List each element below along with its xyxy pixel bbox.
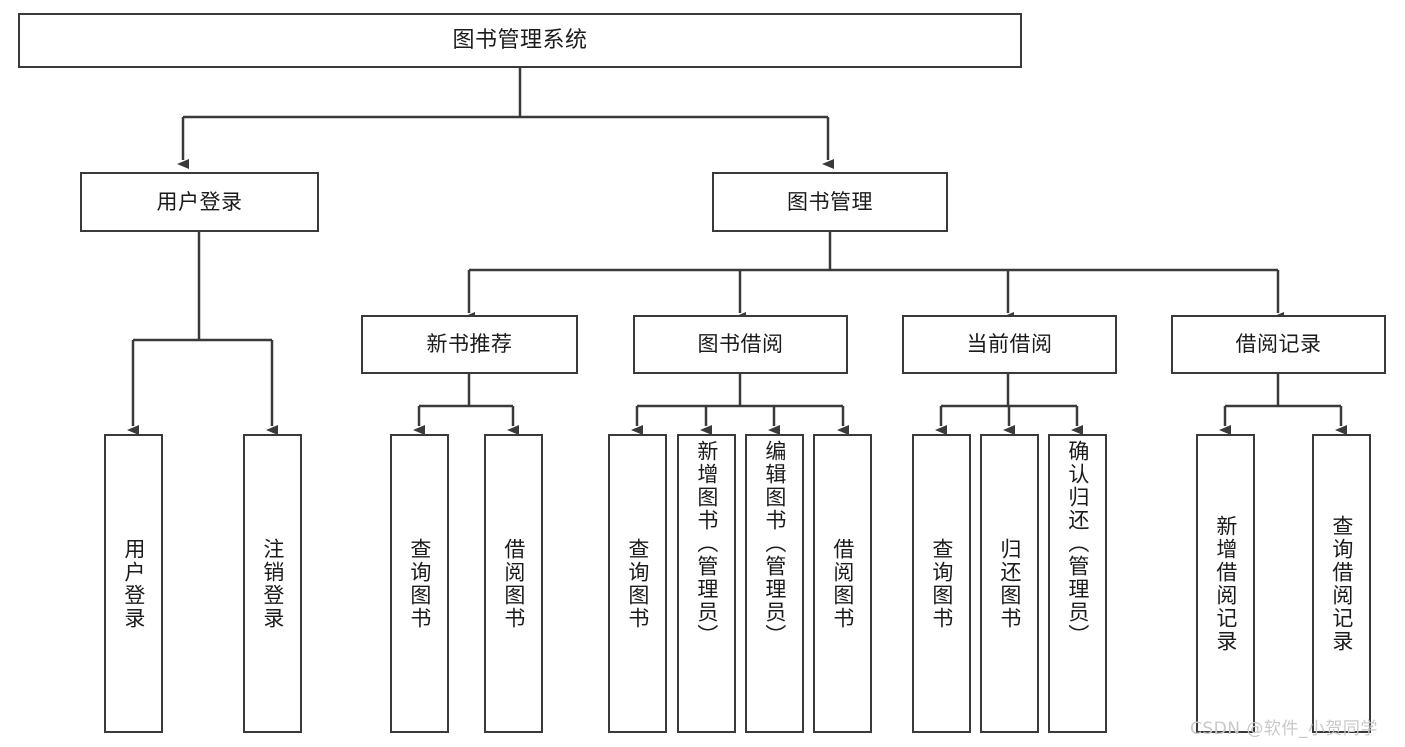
node-book-borrow[interactable]: 图书借阅 [633,315,848,374]
leaf-current-borrow-query[interactable]: 查询图书 [912,434,971,733]
node-book-management[interactable]: 图书管理 [712,172,948,232]
node-borrow-record[interactable]: 借阅记录 [1171,315,1386,374]
node-user-login[interactable]: 用户登录 [80,172,319,232]
leaf-user-login-logout[interactable]: 注销登录 [243,434,302,733]
leaf-borrow-record-add-label: 新增借阅记录 [1213,514,1238,653]
leaf-user-login-login[interactable]: 用户登录 [104,434,163,733]
leaf-book-borrow-borrow[interactable]: 借阅图书 [813,434,872,733]
leaf-current-borrow-query-label: 查询图书 [929,537,954,630]
node-book-management-label: 图书管理 [787,189,873,214]
leaf-book-borrow-edit-label: 编辑图书（管理员） [762,440,787,647]
leaf-book-borrow-borrow-label: 借阅图书 [830,537,855,630]
leaf-book-borrow-edit[interactable]: 编辑图书（管理员） [745,434,804,733]
leaf-book-borrow-query-label: 查询图书 [625,537,650,630]
leaf-new-book-borrow[interactable]: 借阅图书 [484,434,543,733]
leaf-book-borrow-add-label: 新增图书（管理员） [694,440,719,647]
leaf-current-borrow-confirm[interactable]: 确认归还（管理员） [1048,434,1107,733]
node-borrow-record-label: 借阅记录 [1235,332,1322,357]
node-current-borrow[interactable]: 当前借阅 [902,315,1117,374]
node-user-login-label: 用户登录 [156,189,243,214]
node-book-borrow-label: 图书借阅 [697,332,784,357]
leaf-user-login-login-label: 用户登录 [121,537,146,630]
leaf-borrow-record-query[interactable]: 查询借阅记录 [1312,434,1371,733]
leaf-user-login-logout-label: 注销登录 [260,537,285,630]
node-new-book-recommend[interactable]: 新书推荐 [361,315,578,374]
leaf-borrow-record-add[interactable]: 新增借阅记录 [1196,434,1255,733]
node-new-book-recommend-label: 新书推荐 [426,332,513,357]
node-root[interactable]: 图书管理系统 [18,13,1022,68]
csdn-watermark: CSDN @软件_小贺同学 [1190,719,1378,739]
leaf-new-book-borrow-label: 借阅图书 [501,537,526,630]
leaf-book-borrow-add[interactable]: 新增图书（管理员） [677,434,736,733]
leaf-new-book-query[interactable]: 查询图书 [390,434,449,733]
leaf-borrow-record-query-label: 查询借阅记录 [1329,514,1354,653]
node-root-label: 图书管理系统 [452,27,588,53]
leaf-current-borrow-confirm-label: 确认归还（管理员） [1065,440,1090,647]
leaf-book-borrow-query[interactable]: 查询图书 [608,434,667,733]
node-current-borrow-label: 当前借阅 [966,332,1053,357]
leaf-current-borrow-return[interactable]: 归还图书 [980,434,1039,733]
leaf-current-borrow-return-label: 归还图书 [997,537,1022,630]
leaf-new-book-query-label: 查询图书 [407,537,432,630]
